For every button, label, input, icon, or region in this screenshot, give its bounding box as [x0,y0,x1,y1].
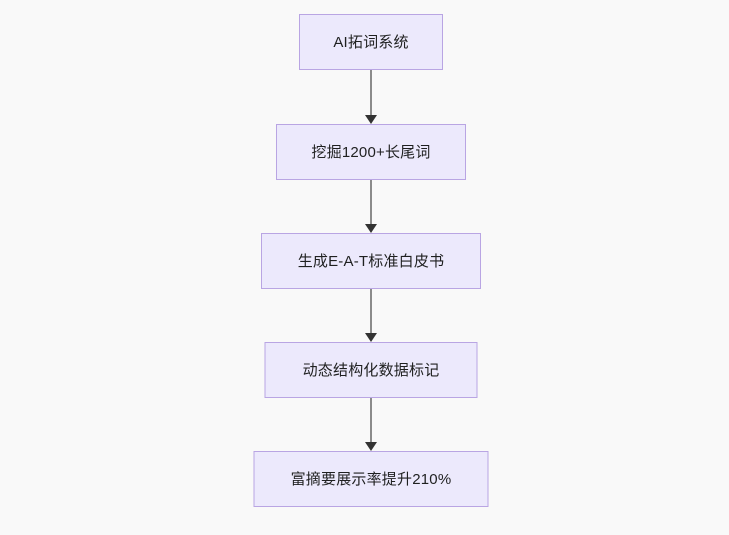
flowchart-edge-n4-n5 [362,398,380,451]
flowchart-edge-n1-n2 [362,70,380,124]
node-label: 富摘要展示率提升210% [290,470,452,488]
node-label: 生成E-A-T标准白皮书 [297,252,445,270]
edge-line [370,398,372,443]
arrow-down-icon [365,442,377,451]
flowchart-node-rich-snippet-rate-increase[interactable]: 富摘要展示率提升210% [253,451,489,507]
node-label: AI拓词系统 [333,33,409,51]
edge-line [370,180,372,225]
flowchart-node-generate-eat-whitepaper[interactable]: 生成E-A-T标准白皮书 [261,233,481,289]
arrow-down-icon [365,115,377,124]
flowchart-node-dynamic-structured-data-markup[interactable]: 动态结构化数据标记 [264,342,478,398]
arrow-down-icon [365,224,377,233]
arrow-down-icon [365,333,377,342]
flowchart-edge-n3-n4 [362,289,380,342]
edge-line [370,70,372,116]
flowchart-node-mine-longtail-keywords[interactable]: 挖掘1200+长尾词 [276,124,466,180]
node-label: 动态结构化数据标记 [302,361,440,379]
flowchart-edge-n2-n3 [362,180,380,233]
edge-line [370,289,372,334]
node-label: 挖掘1200+长尾词 [311,143,431,161]
flowchart-node-ai-keyword-system[interactable]: AI拓词系统 [299,14,443,70]
